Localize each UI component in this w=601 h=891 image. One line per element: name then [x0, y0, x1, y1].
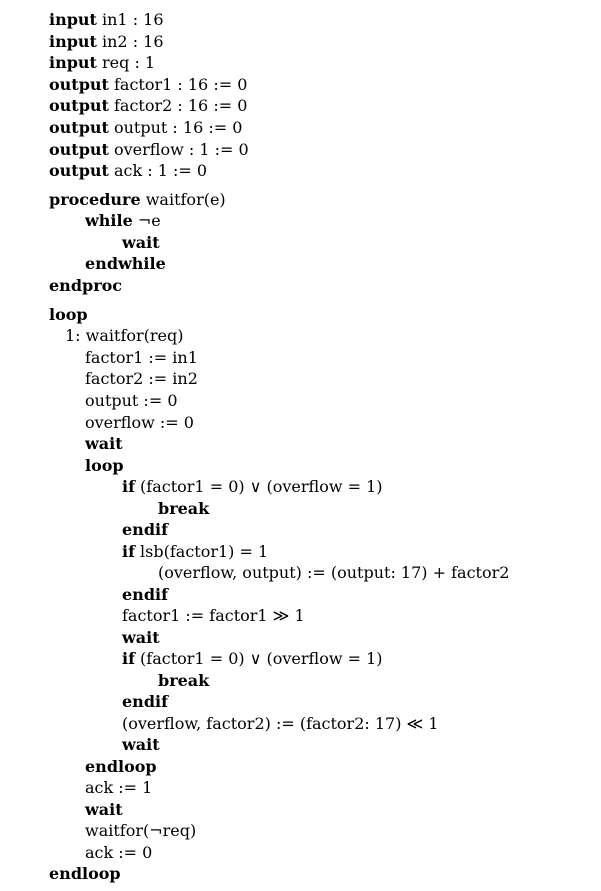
code-text: factor1 := factor1 ≫ 1 [122, 606, 305, 625]
code-keyword: wait [122, 628, 160, 647]
code-text: output := 0 [85, 391, 178, 410]
code-text: ¬e [132, 211, 161, 230]
code-keyword: wait [122, 735, 160, 754]
code-keyword: endif [122, 520, 168, 539]
code-keyword: if [122, 542, 135, 561]
code-keyword: wait [85, 800, 123, 819]
code-text: ack : 1 := 0 [108, 161, 208, 180]
code-line: ack := 0 [85, 844, 152, 862]
code-line: factor1 := in1 [85, 349, 198, 367]
code-keyword: endproc [49, 276, 123, 295]
code-line: overflow := 0 [85, 414, 194, 432]
code-line: break [158, 672, 209, 690]
code-line: output overflow : 1 := 0 [49, 141, 249, 159]
code-line: (overflow, factor2) := (factor2: 17) ≪ 1 [122, 715, 439, 733]
code-text: waitfor(e) [140, 190, 226, 209]
code-line: endif [122, 586, 168, 604]
code-keyword: break [158, 671, 210, 690]
code-line: wait [122, 736, 160, 754]
code-text: ack := 0 [85, 843, 153, 862]
code-keyword: output [49, 96, 109, 115]
code-line: wait [122, 234, 160, 252]
code-line: endif [122, 521, 168, 539]
code-line: endwhile [85, 255, 166, 273]
code-keyword: loop [49, 305, 88, 324]
code-line: output := 0 [85, 392, 178, 410]
code-keyword: output [49, 75, 109, 94]
code-line: wait [85, 435, 123, 453]
code-line: procedure waitfor(e) [49, 191, 226, 209]
code-keyword: output [49, 161, 109, 180]
code-line: output factor2 : 16 := 0 [49, 97, 247, 115]
code-line: wait [85, 801, 123, 819]
code-text: overflow := 0 [85, 413, 194, 432]
code-text: in1 : 16 [96, 10, 164, 29]
code-text: waitfor(¬req) [85, 821, 197, 840]
code-line: while ¬e [85, 212, 161, 230]
code-line: endif [122, 693, 168, 711]
code-keyword: input [49, 53, 97, 72]
code-keyword: if [122, 649, 135, 668]
code-line: wait [122, 629, 160, 647]
code-text: req : 1 [96, 53, 156, 72]
code-text: in2 : 16 [96, 32, 164, 51]
code-keyword: loop [85, 456, 124, 475]
code-line: output ack : 1 := 0 [49, 162, 207, 180]
code-line: break [158, 500, 209, 518]
code-keyword: input [49, 32, 97, 51]
code-line: input in2 : 16 [49, 33, 164, 51]
code-keyword: wait [85, 434, 123, 453]
code-text: output : 16 := 0 [108, 118, 243, 137]
code-line: factor2 := in2 [85, 370, 198, 388]
code-keyword: endwhile [85, 254, 166, 273]
code-text: (factor1 = 0) ∨ (overflow = 1) [134, 649, 383, 668]
code-keyword: endloop [49, 864, 121, 883]
code-keyword: endif [122, 585, 168, 604]
code-text: factor2 : 16 := 0 [108, 96, 248, 115]
code-keyword: input [49, 10, 97, 29]
code-line: input in1 : 16 [49, 11, 164, 29]
code-line: 1: waitfor(req) [65, 327, 183, 345]
code-text: lsb(factor1) = 1 [134, 542, 269, 561]
code-line: if lsb(factor1) = 1 [122, 543, 268, 561]
code-keyword: while [85, 211, 133, 230]
code-keyword: if [122, 477, 135, 496]
code-text: factor1 : 16 := 0 [108, 75, 248, 94]
code-keyword: endloop [85, 757, 157, 776]
code-keyword: output [49, 140, 109, 159]
code-text: (overflow, factor2) := (factor2: 17) ≪ 1 [122, 714, 439, 733]
code-keyword: break [158, 499, 210, 518]
code-keyword: procedure [49, 190, 141, 209]
code-line: (overflow, output) := (output: 17) + fac… [158, 564, 509, 582]
code-line: output factor1 : 16 := 0 [49, 76, 247, 94]
code-line: endloop [49, 865, 121, 883]
code-text: ack := 1 [85, 778, 153, 797]
code-line: if (factor1 = 0) ∨ (overflow = 1) [122, 650, 383, 668]
code-line: output output : 16 := 0 [49, 119, 242, 137]
code-line: waitfor(¬req) [85, 822, 196, 840]
code-text: (overflow, output) := (output: 17) + fac… [158, 563, 510, 582]
code-line: factor1 := factor1 ≫ 1 [122, 607, 305, 625]
code-keyword: output [49, 118, 109, 137]
code-line: ack := 1 [85, 779, 152, 797]
code-text: overflow : 1 := 0 [108, 140, 249, 159]
code-line: endproc [49, 277, 122, 295]
code-text: (factor1 = 0) ∨ (overflow = 1) [134, 477, 383, 496]
code-line: endloop [85, 758, 157, 776]
code-line: input req : 1 [49, 54, 155, 72]
code-text: 1: waitfor(req) [65, 326, 184, 345]
code-keyword: endif [122, 692, 168, 711]
code-line: loop [49, 306, 88, 324]
code-text: factor1 := in1 [85, 348, 198, 367]
code-text: factor2 := in2 [85, 369, 198, 388]
code-line: if (factor1 = 0) ∨ (overflow = 1) [122, 478, 383, 496]
code-line: loop [85, 457, 124, 475]
code-keyword: wait [122, 233, 160, 252]
